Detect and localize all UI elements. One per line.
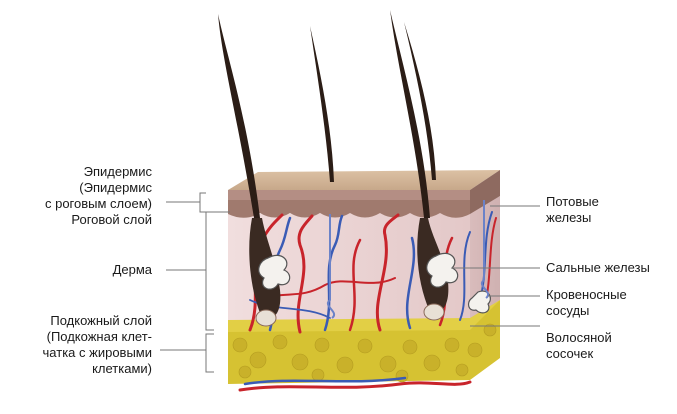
- label-subcutaneous: Подкожный слой (Подкожная клет- чатка с …: [43, 313, 152, 377]
- label-epidermis: Эпидермис (Эпидермис с роговым слоем) Ро…: [45, 164, 152, 228]
- subcutaneous-bracket: [206, 334, 214, 372]
- label-blood-vessels: Кровеносные сосуды: [546, 287, 627, 319]
- label-sweat-glands: Потовые железы: [546, 194, 599, 226]
- epidermis-bracket: [200, 193, 206, 212]
- dermis-bracket: [206, 212, 214, 330]
- epidermis-layer: [228, 170, 500, 218]
- label-sebaceous-glands: Сальные железы: [546, 260, 650, 276]
- label-hair-papilla: Волосяной сосочек: [546, 330, 612, 362]
- label-dermis: Дерма: [113, 262, 152, 278]
